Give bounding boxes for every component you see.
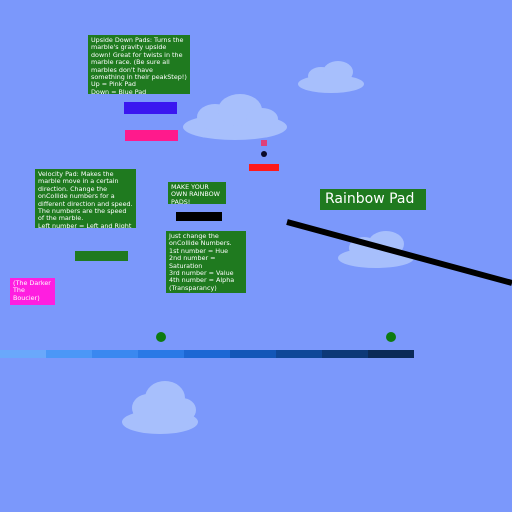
red-pad: [249, 164, 279, 171]
upside-down-pads-note: Upside Down Pads: Turns the marble's gra…: [88, 35, 190, 94]
velocity-pad-note: Velocity Pad: Makes the marble move in a…: [35, 169, 136, 228]
cloud: [298, 61, 364, 93]
green-marble: [386, 332, 396, 342]
make-rainbow-pads-note: MAKE YOUR OWN RAINBOW PADS!: [168, 182, 226, 204]
blue-pad: [124, 102, 177, 114]
small-black-marble: [261, 151, 267, 157]
cloud: [183, 94, 287, 140]
track-segment: [368, 350, 414, 358]
pink-pad: [125, 130, 178, 141]
track-segment: [138, 350, 184, 358]
track-segment: [46, 350, 92, 358]
change-numbers-note: Just change the onCollide Numbers. 1st n…: [166, 231, 246, 293]
green-marble: [156, 332, 166, 342]
rainbow-pad-label: Rainbow Pad: [320, 189, 426, 210]
track-segment: [0, 350, 46, 358]
track-segment: [230, 350, 276, 358]
black-pad: [176, 212, 222, 221]
bouncer-note: (The Darker The Boucier): [10, 278, 55, 305]
track-segment: [92, 350, 138, 358]
cloud: [122, 381, 198, 434]
rainbow-track: [0, 350, 414, 358]
track-segment: [184, 350, 230, 358]
small-pink-block: [261, 140, 267, 146]
track-segment: [322, 350, 368, 358]
velocity-pad: [75, 251, 128, 261]
track-segment: [276, 350, 322, 358]
